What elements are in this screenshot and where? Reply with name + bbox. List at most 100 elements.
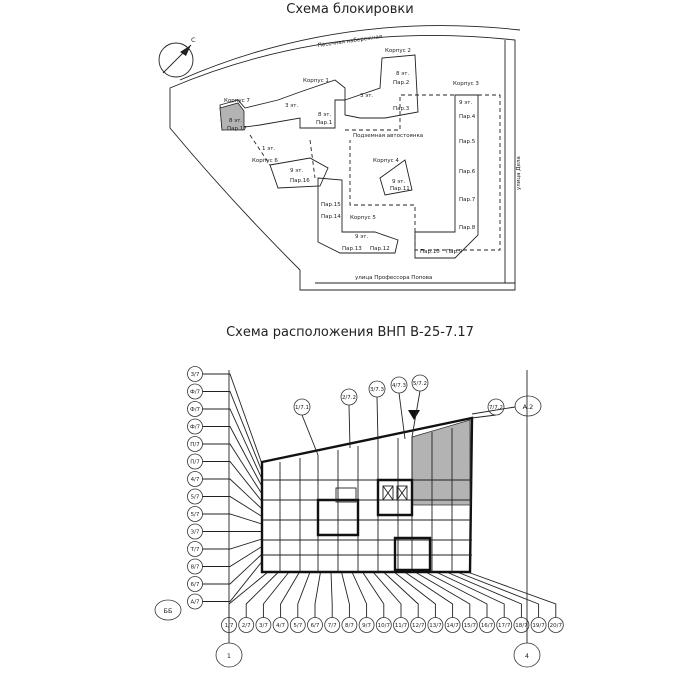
bottom-grid-bubble-label: 18/7 [515,623,528,629]
entrance-label: Пар.4 [459,114,476,120]
entrance-label: Пар.16 [290,178,310,184]
entrance-label: Пар.17 [227,126,247,132]
floor-plan-title: Схема расположения ВНП В-25-7.17 [226,325,474,340]
left-leaders [202,373,263,602]
top-grid-bubble-label: 2/7.2 [342,395,356,401]
bottom-leader-line [330,571,333,618]
north-arrow-icon: С [158,36,196,78]
left-grid-bubble-label: 5/7 [191,512,200,518]
parking-outline [345,94,501,251]
left-leader-line [202,538,263,550]
top-leader-line [301,414,319,456]
left-grid-bubble-label: З/7 [191,530,200,536]
axis-label-4: 4 [525,652,529,660]
left-leader-line [202,546,263,567]
entrance-label: Пар.9 [446,249,463,255]
bottom-leader-line [245,571,279,618]
building-4 [379,159,413,196]
street-embankment: Песочная набережная [317,34,382,49]
label-parking: Подземная автостоянка [353,133,423,139]
floors-label: 3 эт. [285,103,298,109]
top-grid-bubble-label: 7/7.2 [489,405,503,411]
entrance-label: Пар.7 [459,197,476,203]
bottom-grid-bubble-label: 15/7 [464,623,477,629]
bottom-grid-bubble: 2/7 [238,617,255,633]
bottom-leader-line [280,571,300,618]
connection-dashes [249,134,316,179]
bottom-grid-bubble-label: 20/7 [550,623,563,629]
floors-label: 9 эт. [355,234,368,240]
bottom-grid-bubble-label: 19/7 [532,623,545,629]
bottom-grid-bubble: 19/7 [530,617,547,633]
left-grid-bubble-label: Ф/7 [190,390,201,396]
axis-label-a2: А.2 [523,403,534,411]
entrance-label: Пар.6 [459,169,476,175]
top-grid-bubble: 5/7.2 [411,374,429,392]
left-leader-line [202,443,263,495]
bottom-grid-bubble: 10/7 [375,617,392,633]
building-6 [269,157,329,189]
top-leader-line [376,396,379,443]
left-grid-bubble: 5/7 [187,488,203,505]
entrance-label: Пар.8 [459,225,476,231]
left-grid-bubble: П/7 [187,436,203,452]
bottom-leader-line [351,571,368,618]
bottom-grid-bubble-label: 12/7 [412,623,425,629]
bottom-grid-bubble-label: 2/7 [242,623,251,629]
left-grid-bubble-label: 3/7 [191,372,200,378]
bottom-grid-bubble-label: 17/7 [498,623,511,629]
bottom-grid-bubble: 14/7 [444,617,461,633]
left-grid-bubble-label: Т/7 [190,547,200,553]
left-grid-bubble-label: 6/7 [191,582,200,588]
left-leader-line [202,461,263,502]
bottom-grid-bubble: 15/7 [461,617,478,633]
floors-label: 8 эт. [318,112,331,118]
entrance-label: Пар.13 [342,246,362,252]
floors-label: 9 эт. [459,100,472,106]
left-leader-line [202,513,263,525]
bottom-grid-bubble: 11/7 [393,617,409,633]
bottom-leader-line [372,571,402,618]
axis-label-1: 1 [227,652,231,660]
left-grid-bubble: 3/7 [187,366,203,382]
left-leader-line [202,408,263,480]
left-grid-bubble-label: Ф/7 [190,425,201,431]
top-grid-bubble: 3/7.3 [368,380,386,398]
bottom-grid-bubble: 7/7 [324,617,341,633]
building-3 [414,94,479,259]
entrance-label: Пар.12 [370,246,390,252]
top-leader-line [411,390,421,438]
left-grid-bubble: Ф/7 [187,418,203,435]
entrance-label: Пар.10 [420,249,440,255]
bottom-grid-bubble: 12/7 [410,617,427,633]
top-grid-bubble-label: 4/7.3 [392,383,407,389]
left-leader-line [202,426,263,487]
left-grid-bubble: Т/7 [187,541,203,557]
floor-plan: 3/7Ф/7Ф/7Ф/7П/7П/74/75/75/7З/7Т/78/76/7А… [154,366,564,668]
left-grid-bubble: 4/7 [187,471,203,487]
bottom-grid-bubble: 16/7 [479,617,495,633]
bottom-leader-line [456,571,540,618]
label-building-3: Корпус 3 [453,81,479,87]
left-grid-bubble: Ф/7 [187,383,203,400]
bottom-grid-bubble-label: 16/7 [481,623,494,629]
label-building-7: Корпус 7 [224,98,250,104]
bottom-leaders [228,571,557,618]
left-leader-line [202,391,263,472]
core-walls [316,478,432,572]
site-plan: С Песочная набережная улица Профессора П… [158,25,522,291]
bottom-grid-bubble: 5/7 [289,617,306,633]
left-leader-line [202,373,263,465]
bottom-grid-bubble: 4/7 [272,617,289,633]
bottom-leader-line [383,571,419,618]
axis-label-bb: ББ [164,607,173,615]
left-grid-bubble-label: П/7 [190,442,200,448]
bottom-leader-line [467,571,557,618]
bottom-leader-line [314,571,321,618]
axis-line-a2 [471,406,516,415]
floors-label: 1 эт. [262,146,275,152]
floors-label: 9 эт. [392,179,405,185]
left-grid-bubble: П/7 [187,453,203,470]
